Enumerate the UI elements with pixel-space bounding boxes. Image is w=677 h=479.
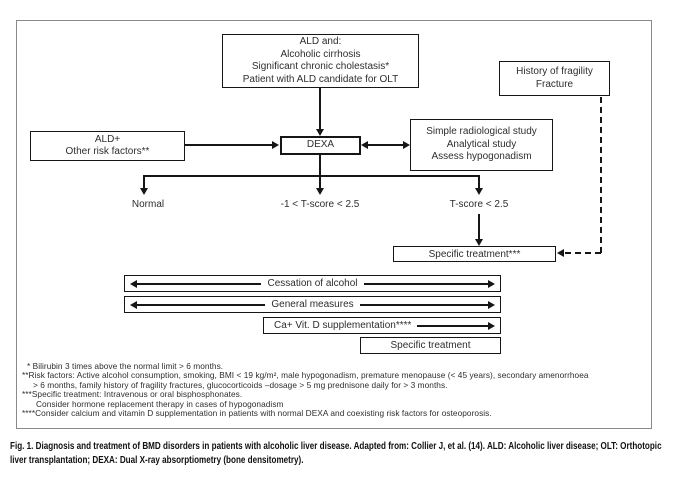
band-label: Ca+ Vit. D supplementation**** [274, 320, 412, 331]
arrowhead-down-osteoporosis-icon [475, 188, 483, 195]
branch-osteopenia-line [319, 176, 321, 189]
footnote-line: ***Specific treatment: Intravenous or or… [22, 389, 243, 400]
node-ald-risk-factors: ALD+ Other risk factors** [30, 131, 185, 161]
label-branch-osteopenia: -1 < T-score < 2.5 [280, 199, 360, 210]
footnote-line: Consider hormone replacement therapy in … [36, 398, 284, 409]
band-left-arrow-icon [130, 279, 137, 288]
node-fragility-fracture: History of fragility Fracture [499, 61, 610, 96]
arrowhead-down-dexa-icon [316, 129, 324, 136]
band-line [417, 324, 488, 327]
band-right-arrow-icon [488, 279, 495, 288]
band-line [137, 282, 262, 285]
arrowhead-left-dexa-icon [361, 141, 368, 149]
band-line [359, 303, 489, 306]
band-label: Cessation of alcohol [267, 278, 358, 289]
node-dexa: DEXA [280, 136, 361, 155]
arrowhead-right-workup-icon [403, 141, 410, 149]
branch-normal-line [143, 176, 145, 189]
footnote-line: **Risk factors: Active alcohol consumpti… [22, 370, 589, 381]
band-left-arrow-icon [130, 300, 137, 309]
connector-osteoporosis-treatment-line [478, 214, 480, 240]
arrowhead-right-dexa-icon [272, 141, 279, 149]
figure-caption: Fig. 1. Diagnosis and treatment of BMD d… [10, 441, 662, 466]
connector-criteria-dexa-line [319, 88, 321, 130]
footnotes-block: * Bilirubin 3 times above the normal lim… [22, 361, 647, 419]
band-line [363, 282, 488, 285]
dashed-fragility-vertical-line [600, 97, 602, 253]
band-cessation-of-alcohol: Cessation of alcohol [124, 275, 501, 292]
arrowhead-down-normal-icon [140, 188, 148, 195]
footnote-line: * Bilirubin 3 times above the normal lim… [27, 361, 224, 371]
connector-dexa-workup-line [366, 144, 405, 146]
band-label: General measures [271, 299, 354, 310]
label-branch-osteoporosis: T-score < 2.5 [449, 199, 509, 210]
label-branch-normal: Normal [131, 199, 165, 210]
node-specific-treatment-starred: Specific treatment*** [393, 246, 556, 262]
band-ca-vitd-supplementation: Ca+ Vit. D supplementation**** [263, 317, 501, 334]
connector-dexa-branch-line [319, 155, 321, 176]
node-specific-treatment-plain: Specific treatment [360, 337, 501, 354]
branch-osteoporosis-line [478, 176, 480, 189]
arrowhead-left-treatment-icon [557, 249, 564, 257]
arrowhead-down-treatment-icon [475, 239, 483, 246]
footnote-line: > 6 months, family history of fragility … [33, 379, 448, 390]
branch-rail-line [143, 175, 480, 177]
node-ald-criteria: ALD and: Alcoholic cirrhosis Significant… [222, 34, 419, 88]
arrowhead-down-osteopenia-icon [316, 188, 324, 195]
band-line [137, 303, 266, 306]
footnote-line: ****Consider calcium and vitamin D suppl… [22, 408, 492, 419]
dashed-fragility-horizontal-line [565, 252, 601, 254]
connector-aldrisk-dexa-line [185, 144, 273, 146]
band-general-measures: General measures [124, 296, 501, 313]
band-right-arrow-icon [488, 321, 495, 330]
band-right-arrow-icon [488, 300, 496, 309]
node-workup: Simple radiological study Analytical stu… [410, 119, 553, 171]
